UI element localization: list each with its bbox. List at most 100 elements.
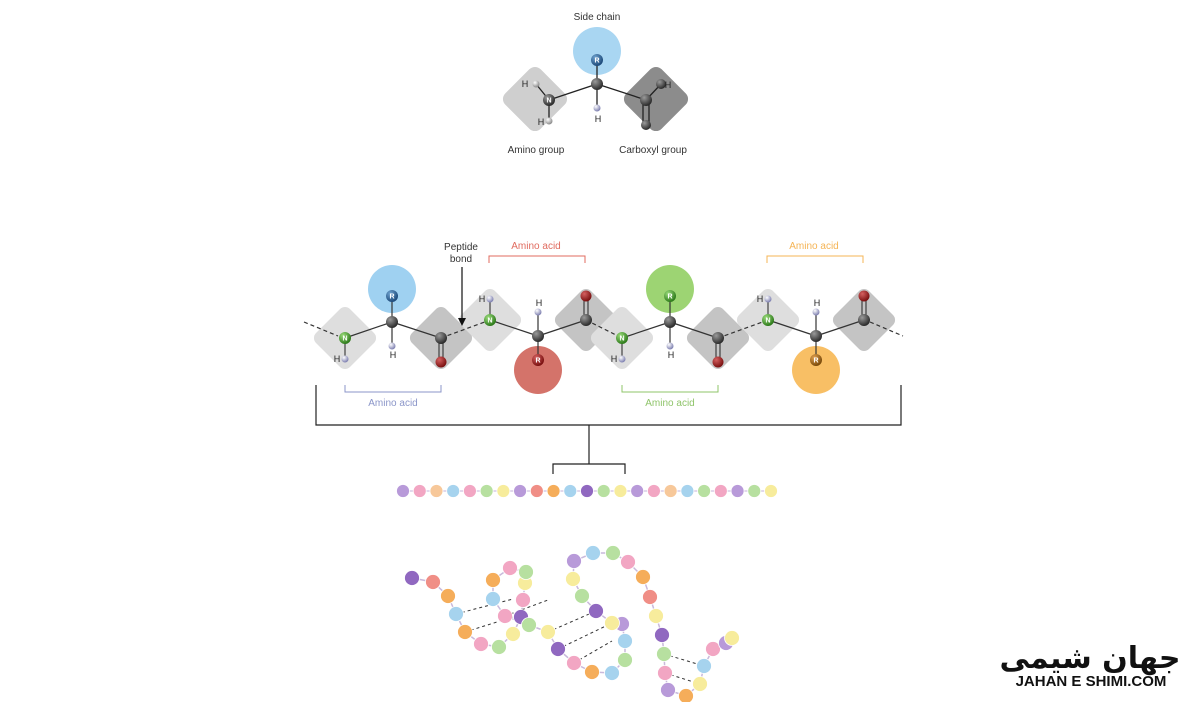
amino-acid-bead [566, 553, 582, 569]
amino-acid-bead [566, 655, 582, 671]
hydrogen-bond-dash [557, 622, 613, 650]
nitrogen-symbol: N [765, 318, 770, 325]
amino-acid-bead [620, 554, 636, 570]
svg-text:R: R [594, 58, 599, 65]
strand-bracket [552, 463, 626, 474]
svg-text:H: H [538, 117, 545, 127]
svg-text:Amino acid: Amino acid [368, 398, 417, 409]
carboxyl-carbon-atom [858, 314, 870, 326]
side-chain-circle [792, 346, 840, 394]
hydrogen-bond-dash [455, 598, 514, 615]
side-chain-circles [368, 265, 840, 394]
hydrogen-symbol: H [611, 354, 618, 364]
amino-acid-bracket-4: Amino acid [766, 241, 864, 263]
amino-acid-bead [485, 572, 501, 588]
oxygen-atom [435, 356, 447, 368]
amino-acid-bead [696, 658, 712, 674]
amino-acid-bead [513, 484, 527, 498]
amino-acid-bead [446, 484, 461, 498]
amino-acid-bead [647, 484, 661, 498]
hydrogen-symbol: H [814, 298, 821, 308]
amino-acid-bead [604, 665, 620, 681]
hydrogen-atom [593, 104, 601, 112]
logo-persian-text: جهان شیمی [1000, 641, 1181, 676]
logo-english-text: JAHAN E SHIMI.COM [1016, 673, 1167, 690]
hydrogen-atom [618, 355, 626, 363]
amino-acid-bead [663, 484, 678, 498]
hydrogen-symbol: H [757, 294, 764, 304]
folded-protein-chain [404, 545, 740, 702]
amino-acid-bead [574, 588, 590, 604]
amino-acid-bead [657, 665, 673, 681]
nitrogen-symbol: N [342, 336, 347, 343]
amino-acid-bead [497, 608, 513, 624]
side-chain-circle [573, 27, 621, 75]
amino-group-diamond [502, 66, 568, 132]
hydrogen-symbol: H [390, 350, 397, 360]
amino-acid-bead [648, 608, 664, 624]
amino-acid-bead [596, 484, 611, 498]
carboxyl-group-diamond [623, 66, 689, 132]
r-symbol: R [667, 294, 672, 301]
svg-text:H: H [522, 79, 529, 89]
alpha-carbon-atom [532, 330, 544, 342]
amino-acid-bead [540, 624, 556, 640]
amino-acid-bead [529, 484, 544, 498]
amino-acid-bracket-2: Amino acid [488, 241, 586, 263]
hydrogen-bond-dash [547, 610, 597, 633]
amino-acid-bead [563, 484, 578, 498]
side-chain-label: Side chain [574, 12, 621, 23]
amino-acid-bead [457, 624, 473, 640]
carboxyl-group-label: Carboxyl group [619, 145, 687, 156]
amino-acid-bead [660, 682, 676, 698]
r-atom [532, 354, 544, 366]
hydrogen-atom [545, 117, 553, 125]
amino-acid-bead [654, 627, 670, 643]
svg-text:H: H [595, 114, 602, 124]
bond [391, 321, 442, 339]
single-amino-acid: Side chain R N H H H H Amino group [502, 12, 689, 156]
amino-acid-bead [491, 639, 507, 655]
peptide-bond-label-line2: bond [450, 254, 472, 265]
bond [344, 321, 393, 339]
r-symbol: R [813, 358, 818, 365]
amino-acid-bead [580, 484, 594, 498]
alpha-carbon-atom [664, 316, 676, 328]
r-atom [591, 54, 603, 66]
r-symbol: R [535, 358, 540, 365]
amino-acid-bead [724, 630, 740, 646]
amino-acid-bracket-3: Amino acid [621, 385, 719, 409]
amino-acid-bead [550, 641, 566, 657]
amino-acid-bead [463, 484, 477, 498]
amino-acid-bead [605, 545, 621, 561]
oxygen-atom [858, 290, 870, 302]
nitrogen-atom [339, 332, 351, 344]
amino-acid-bead [496, 484, 511, 498]
amino-acid-bead [713, 484, 728, 498]
amino-acid-bead [546, 484, 561, 498]
carbonyl-oxygen-atom [641, 120, 651, 130]
bond [537, 319, 587, 337]
amino-acid-bead [518, 564, 534, 580]
alpha-carbon-atom [386, 316, 398, 328]
amino-acid-bead [642, 589, 658, 605]
amino-acid-bracket-1: Amino acid [344, 385, 442, 409]
amino-acid-bead [635, 569, 651, 585]
bond [815, 319, 865, 337]
arrow-head-icon [458, 318, 466, 326]
side-chain-circle [368, 265, 416, 313]
carboxyl-carbon-atom [712, 332, 724, 344]
amino-acid-bead [692, 676, 708, 692]
amino-acid-bead [604, 615, 620, 631]
svg-text:Amino acid: Amino acid [789, 241, 838, 252]
amino-acid-bead [617, 633, 633, 649]
nitrogen-symbol: N [487, 318, 492, 325]
hydrogen-atom [534, 308, 542, 316]
jahaneshimi-logo: جهان شیمی JAHAN E SHIMI.COM [1000, 641, 1181, 690]
carboxyl-carbon-atom [580, 314, 592, 326]
hydrogen-symbol: H [668, 350, 675, 360]
nitrogen-symbol: N [619, 336, 624, 343]
hydrogen-atom [812, 308, 820, 316]
